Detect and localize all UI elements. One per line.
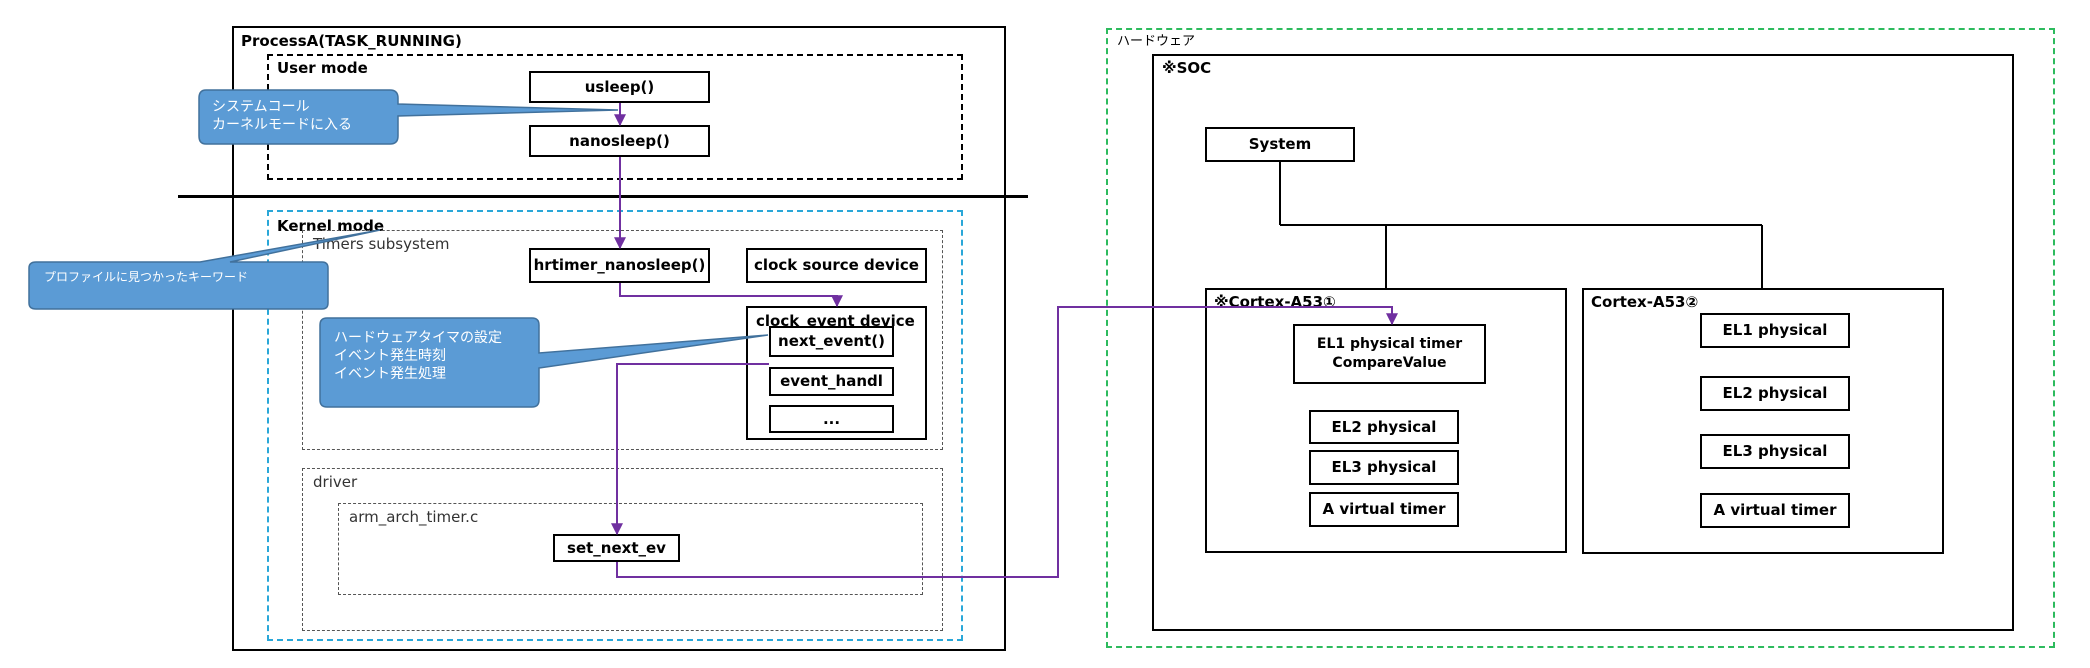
event-handl-box: event_handl xyxy=(769,367,894,396)
call-flow-arrows xyxy=(611,103,1398,578)
el1-physical-timer-box: EL1 physical timer CompareValue xyxy=(1293,324,1486,384)
el2-physical-box-2: EL2 physical xyxy=(1700,376,1850,411)
callout-hwtimer-shape xyxy=(319,317,769,408)
cortex-a53-2-label: Cortex-A53② xyxy=(1591,293,1699,311)
clock-event-device-label: clock_event device xyxy=(756,312,915,330)
arm-arch-timer-label: arm_arch_timer.c xyxy=(349,508,479,526)
cortex-a53-1-container xyxy=(1205,288,1567,553)
soc-label: ※SOC xyxy=(1162,59,1212,77)
hardware-label: ハードウェア xyxy=(1117,34,1196,49)
timers-subsystem-region xyxy=(302,230,943,450)
callout-shapes xyxy=(28,89,769,408)
arrow-set-next-ev-to-el1-timer xyxy=(616,306,1398,578)
callout-hwtimer: ハードウェアタイマの設定 イベント発生時刻 イベント発生処理 xyxy=(334,330,502,382)
arm-arch-timer-region xyxy=(338,503,923,595)
hardware-region xyxy=(1106,28,2055,648)
usleep-box: usleep() xyxy=(529,71,710,103)
cortex-a53-2-container xyxy=(1582,288,1944,554)
arrow-next-event-to-set-next-ev xyxy=(611,363,769,536)
process-container xyxy=(232,26,1006,651)
next-event-box: next_event() xyxy=(769,326,894,357)
set-next-ev-box: set_next_ev xyxy=(553,534,680,562)
callout-profile-shape xyxy=(28,229,381,310)
el2-physical-box-1: EL2 physical xyxy=(1309,410,1459,444)
system-box: System xyxy=(1205,127,1355,162)
process-title: ProcessA(TASK_RUNNING) xyxy=(241,32,462,50)
nanosleep-box: nanosleep() xyxy=(529,125,710,157)
arrow-hrtimer-to-clock-event xyxy=(619,283,843,308)
user-mode-label: User mode xyxy=(277,59,368,77)
callout-profile: プロファイルに見つかったキーワード xyxy=(44,270,249,284)
virtual-timer-box-2: A virtual timer xyxy=(1700,493,1850,528)
callout-syscall-shape xyxy=(198,89,619,145)
driver-region xyxy=(302,468,943,631)
timers-subsystem-label: Timers subsystem xyxy=(313,235,450,253)
kernel-mode-region xyxy=(267,210,963,641)
virtual-timer-box-1: A virtual timer xyxy=(1309,492,1459,527)
el1-physical-box-2: EL1 physical xyxy=(1700,313,1850,348)
callout-syscall: システムコール カーネルモードに入る xyxy=(212,99,352,133)
system-tree-lines xyxy=(1279,162,1763,288)
clock-source-device-box: clock source device xyxy=(746,248,927,283)
ellipsis-box: ... xyxy=(769,405,894,433)
mode-divider xyxy=(178,195,1028,198)
soc-container xyxy=(1152,54,2014,631)
el3-physical-box-1: EL3 physical xyxy=(1309,450,1459,485)
el3-physical-box-2: EL3 physical xyxy=(1700,434,1850,469)
driver-label: driver xyxy=(313,473,358,491)
